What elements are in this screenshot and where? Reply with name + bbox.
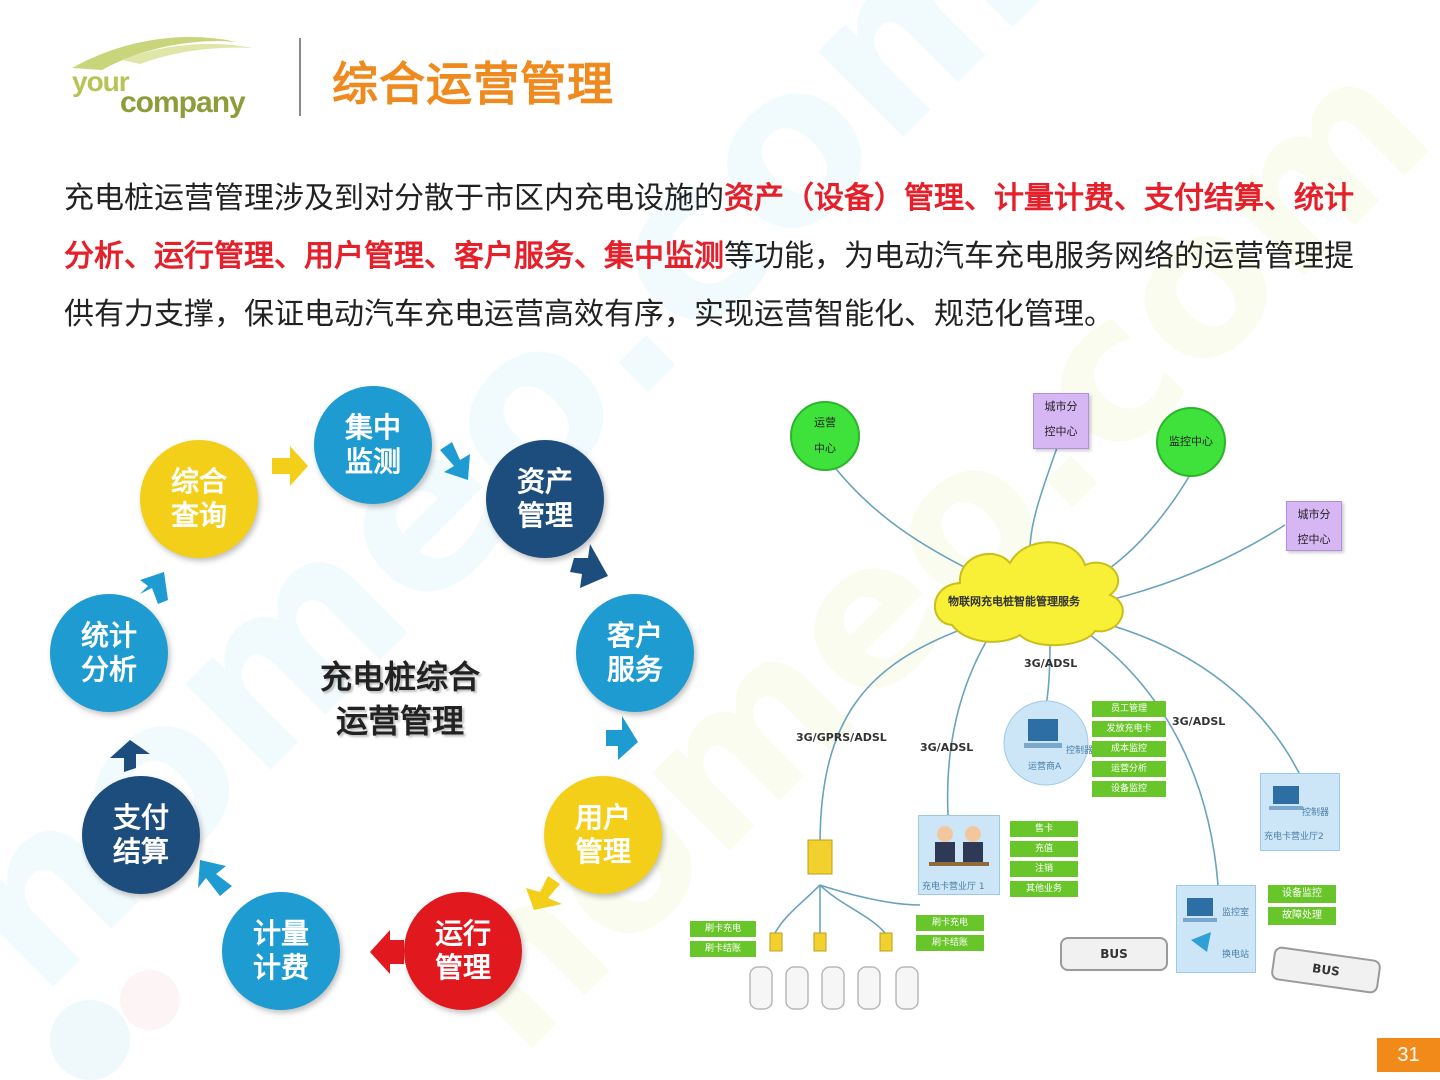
operator-a-caption: 运营商A — [1028, 762, 1062, 772]
sales-hall-2-controller-label: 控制器 — [1302, 808, 1330, 818]
sales-hall-1-tag: 其他业务 — [1010, 881, 1078, 897]
sales-hall-1-panel — [918, 815, 1000, 895]
swap-station-panel — [1176, 885, 1256, 973]
station-tag: 设备监控 — [1268, 885, 1336, 903]
link-label-adsl-left: 3G/ADSL — [920, 741, 974, 754]
city-branch-node-2: 城市分 控中心 — [1286, 501, 1342, 551]
arrow-icon — [370, 930, 404, 974]
sales-hall-2-caption: 充电卡营业厅2 — [1264, 832, 1324, 842]
bus-icon: BUS — [1060, 937, 1168, 971]
card-tag-mid: 刷卡结账 — [916, 935, 984, 951]
arrow-icon — [140, 572, 168, 604]
station-tag: 故障处理 — [1268, 907, 1336, 925]
arrow-icon — [110, 740, 150, 772]
sales-hall-1-tag: 注销 — [1010, 861, 1078, 877]
network-links — [749, 444, 1301, 1010]
operator-a-controller-label: 控制器 — [1066, 746, 1094, 756]
cycle-node-payment-settlement: 支付 结算 — [82, 776, 200, 894]
arrow-icon — [570, 544, 608, 588]
link-label-adsl-right: 3G/ADSL — [1172, 715, 1226, 728]
arrow-icon — [526, 876, 562, 910]
intro-text-part2: 等功能，为电动汽车充电服务网络的运营管理提供有力支撑，保证电动汽车充电运营高效有… — [64, 239, 1354, 332]
operator-a-tag: 设备监控 — [1092, 781, 1166, 797]
cycle-node-statistical-analysis: 统计 分析 — [50, 594, 168, 712]
cloud-icon — [934, 541, 1124, 647]
arrow-icon — [198, 860, 232, 896]
cycle-node-metering-billing: 计量 计费 — [222, 892, 340, 1010]
logo-text-company: company — [120, 86, 246, 119]
page-title: 综合运营管理 — [332, 57, 614, 111]
link-label-adsl-top: 3G/ADSL — [1024, 657, 1078, 670]
monitor-room-label: 监控室 — [1222, 908, 1250, 918]
page-number-badge: 31 — [1377, 1038, 1440, 1072]
swap-station-label: 换电站 — [1222, 950, 1250, 960]
computer-icon — [1269, 786, 1303, 810]
card-tag-left: 刷卡结账 — [690, 941, 756, 957]
operations-cycle-diagram: 集中 监测 资产 管理 客户 服务 用户 管理 运行 管理 计量 计费 支付 结… — [40, 380, 720, 1020]
ops-center-node: 运营 中心 — [790, 401, 860, 471]
card-tag-mid: 刷卡充电 — [916, 915, 984, 931]
cycle-node-user-management: 用户 管理 — [544, 776, 662, 894]
cycle-node-customer-service: 客户 服务 — [576, 594, 694, 712]
cloud-label: 物联网充电桩智能管理服务 — [948, 595, 1080, 608]
cycle-node-comprehensive-query: 综合 查询 — [140, 440, 258, 558]
operator-a-tag: 员工管理 — [1092, 701, 1166, 717]
network-architecture-diagram: 运营 中心 城市分 控中心 监控中心 城市分 控中心 物联网充电桩智能管理服务 … — [690, 385, 1420, 1035]
operator-a-tag: 发放充电卡 — [1092, 721, 1166, 737]
cycle-node-asset-management: 资产 管理 — [486, 440, 604, 558]
cycle-node-monitoring: 集中 监测 — [314, 386, 432, 504]
arrow-icon — [272, 446, 308, 486]
sales-hall-1-tag: 售卡 — [1010, 821, 1078, 837]
intro-highlight: 资产（设备）管理、计量计费、支付结算、统计分析、运行管理、用户管理、客户服务、集… — [64, 181, 1354, 274]
cycle-center-label: 充电桩综合 运营管理 — [319, 658, 480, 740]
sales-hall-1-caption: 充电卡营业厅 1 — [922, 882, 985, 892]
people-icon — [929, 826, 989, 866]
cycle-node-operation-management: 运行 管理 — [404, 892, 522, 1010]
sales-hall-2-panel — [1260, 773, 1340, 851]
monitor-center-node: 监控中心 — [1156, 407, 1226, 477]
link-label-gprs: 3G/GPRS/ADSL — [796, 731, 887, 744]
arrow-icon — [440, 442, 470, 480]
card-tag-left: 刷卡充电 — [690, 921, 756, 937]
cycle-arrows — [110, 442, 638, 974]
monitor-station-icon — [1183, 898, 1217, 952]
intro-paragraph: 充电桩运营管理涉及到对分散于市区内充电设施的资产（设备）管理、计量计费、支付结算… — [64, 170, 1364, 344]
header-divider — [299, 38, 301, 116]
city-branch-node-1: 城市分 控中心 — [1033, 393, 1089, 449]
company-logo: your company — [62, 30, 262, 130]
intro-text-part1: 充电桩运营管理涉及到对分散于市区内充电设施的 — [64, 181, 724, 216]
operator-a-tag: 运营分析 — [1092, 761, 1166, 777]
logo-swoosh-icon — [72, 37, 252, 70]
computer-icon — [1028, 719, 1058, 741]
operator-a-tag: 成本监控 — [1092, 741, 1166, 757]
logo-text-your: your — [72, 66, 130, 97]
arrow-icon — [606, 716, 638, 760]
sales-hall-1-tag: 充值 — [1010, 841, 1078, 857]
